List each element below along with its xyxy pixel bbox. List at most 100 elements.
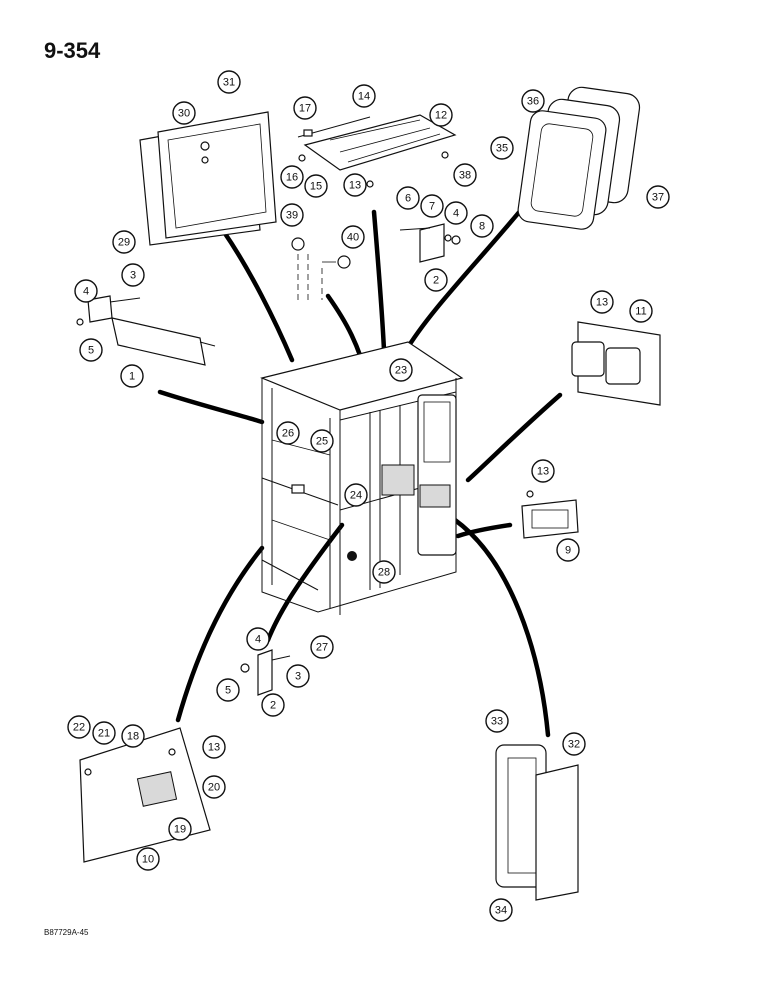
callout-number: 4	[83, 286, 89, 298]
callout-11: 11	[629, 299, 653, 323]
callout-number: 13	[537, 466, 549, 478]
cab-storage-box	[381, 464, 415, 496]
roof-panel	[303, 114, 457, 171]
arc-hinge	[265, 522, 345, 643]
arc-storage-panel	[465, 392, 563, 483]
callout-number: 14	[358, 91, 370, 103]
arc-door-glass-rear	[402, 202, 528, 355]
callout-number: 10	[142, 854, 154, 866]
callout-39: 39	[280, 203, 304, 227]
callout-25: 25	[310, 429, 334, 453]
callout-number: 37	[652, 192, 664, 204]
callout-24: 24	[344, 483, 368, 507]
callout-4: 4	[74, 279, 98, 303]
lower-hinge	[240, 649, 291, 696]
arc-visor	[157, 389, 265, 425]
upper-hinge	[399, 223, 461, 263]
callout-17: 17	[293, 96, 317, 120]
callout-number: 4	[255, 634, 261, 646]
callout-16: 16	[280, 165, 304, 189]
arc-roof-panel	[371, 209, 387, 353]
callout-31: 31	[217, 70, 241, 94]
callout-34: 34	[489, 898, 513, 922]
callout-number: 22	[73, 722, 85, 734]
callout-number: 29	[118, 237, 130, 249]
callout-number: 25	[316, 436, 328, 448]
callout-2: 2	[261, 693, 285, 717]
callout-number: 33	[491, 716, 503, 728]
arc-trim-panel	[175, 545, 265, 723]
callout-20: 20	[202, 775, 226, 799]
callout-number: 23	[395, 365, 407, 377]
callout-40: 40	[341, 225, 365, 249]
callout-number: 13	[208, 742, 220, 754]
callout-number: 4	[453, 208, 459, 220]
callout-number: 35	[496, 143, 508, 155]
sun-visor-assembly	[76, 295, 216, 366]
callout-number: 2	[270, 700, 276, 712]
callout-32: 32	[562, 732, 586, 756]
callout-number: 31	[223, 77, 235, 89]
callout-number: 1	[129, 371, 135, 383]
callout-6: 6	[396, 186, 420, 210]
callout-15: 15	[304, 174, 328, 198]
trim-panel-assembly	[79, 727, 211, 863]
callout-30: 30	[172, 101, 196, 125]
callout-26: 26	[276, 421, 300, 445]
callout-number: 13	[349, 180, 361, 192]
mount-posts	[291, 237, 351, 300]
callout-13: 13	[343, 173, 367, 197]
arc-handle	[455, 522, 513, 539]
callout-number: 13	[596, 297, 608, 309]
callout-5: 5	[216, 678, 240, 702]
callout-number: 3	[130, 270, 136, 282]
callout-1: 1	[120, 364, 144, 388]
callout-5: 5	[79, 338, 103, 362]
callout-number: 12	[435, 110, 447, 122]
rear-glass-assembly	[517, 86, 641, 230]
callout-number: 26	[282, 428, 294, 440]
callout-number: 28	[378, 567, 390, 579]
callout-number: 9	[565, 545, 571, 557]
callout-number: 19	[174, 824, 186, 836]
callout-35: 35	[490, 136, 514, 160]
callout-number: 3	[295, 671, 301, 683]
callout-number: 36	[527, 96, 539, 108]
arc-roof-glass	[221, 229, 295, 363]
callout-3: 3	[121, 263, 145, 287]
cab-frame	[260, 341, 464, 615]
callout-10: 10	[136, 847, 160, 871]
callout-number: 34	[495, 905, 507, 917]
callout-27: 27	[310, 635, 334, 659]
cab-roof	[260, 341, 464, 411]
callout-number: 7	[429, 201, 435, 213]
callout-13: 13	[590, 290, 614, 314]
callout-19: 19	[168, 817, 192, 841]
callout-23: 23	[389, 358, 413, 382]
callout-number: 5	[225, 685, 231, 697]
roof-window-glass	[157, 111, 277, 239]
callout-18: 18	[121, 724, 145, 748]
callout-number: 17	[299, 103, 311, 115]
callout-9: 9	[556, 538, 580, 562]
callout-14: 14	[352, 84, 376, 108]
page-number: 9-354	[44, 38, 101, 63]
callout-number: 24	[350, 490, 362, 502]
callout-3: 3	[286, 664, 310, 688]
callout-36: 36	[521, 89, 545, 113]
callout-number: 6	[405, 193, 411, 205]
callout-7: 7	[420, 194, 444, 218]
figure-code: B87729A-45	[44, 928, 89, 937]
callout-number: 11	[635, 306, 646, 318]
callout-number: 8	[479, 221, 485, 233]
cab-door-frame	[417, 394, 457, 556]
arc-door-glass	[452, 517, 551, 738]
callout-2: 2	[424, 268, 448, 292]
callout-number: 21	[98, 728, 110, 740]
callout-33: 33	[485, 709, 509, 733]
callout-number: 30	[178, 108, 190, 120]
callout-number: 20	[208, 782, 220, 794]
callout-number: 16	[286, 172, 298, 184]
